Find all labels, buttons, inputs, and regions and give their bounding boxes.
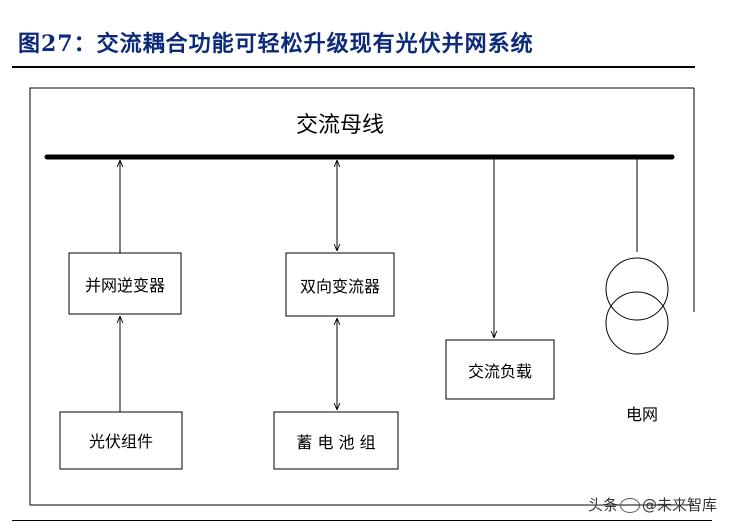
transformer-upper-coil: [605, 257, 669, 321]
diagram-frame: [29, 87, 694, 506]
watermark: 头条 @未来智库: [588, 494, 717, 515]
ac-load-box: [445, 339, 555, 400]
bottom-rule: [12, 520, 712, 521]
logo-icon: [620, 498, 641, 513]
watermark-prefix: 头条: [588, 496, 619, 514]
grid-inverter-box: [68, 252, 182, 315]
battery-pack-box: [273, 411, 399, 470]
ac-load-label: 交流负载: [468, 362, 532, 381]
figure-title: 图27：交流耦合功能可轻松升级现有光伏并网系统: [18, 31, 534, 57]
grid-inverter-label: 并网逆变器: [85, 276, 165, 295]
grid-label: 电网: [626, 405, 658, 424]
pv-module-label: 光伏组件: [89, 432, 153, 451]
bidirectional-converter-box: [285, 252, 395, 317]
bidirectional-converter-label: 双向变流器: [300, 277, 380, 296]
ac-bus-label: 交流母线: [296, 113, 384, 138]
watermark-handle: @未来智库: [642, 496, 718, 514]
battery-pack-label: 蓄 电 池 组: [296, 433, 375, 452]
transformer-lower-coil: [605, 291, 669, 355]
title-underline: [12, 66, 695, 68]
pv-module-box: [59, 411, 183, 470]
